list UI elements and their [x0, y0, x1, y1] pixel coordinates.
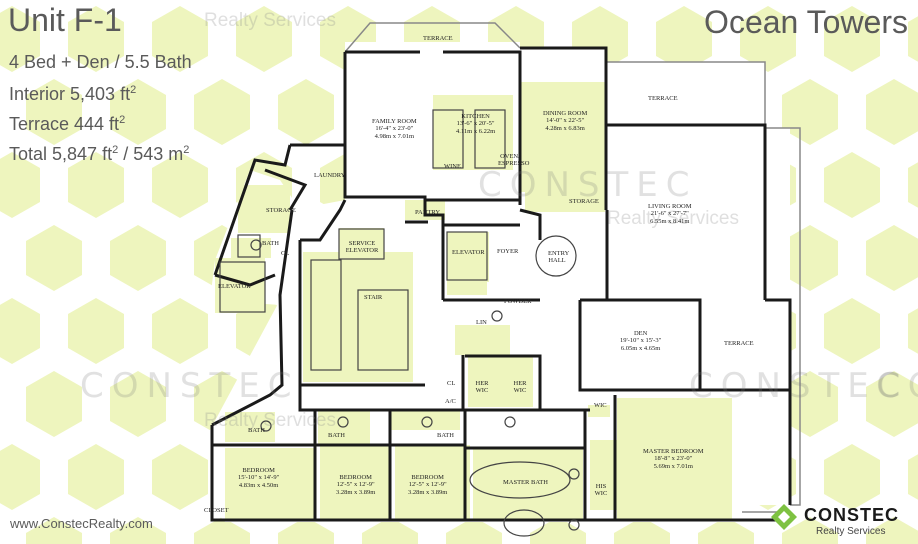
room-laundry: LAUNDRY: [314, 172, 346, 179]
room-storage-left: STORAGE: [266, 207, 296, 214]
watermark-constec-edge: CONSTEC: [876, 366, 918, 406]
room-master-bedroom: MASTER BEDROOM 18'-8" x 23'-0" 5.69m x 7…: [643, 448, 704, 470]
watermark-realty-center: Realty Services: [607, 208, 739, 229]
room-service-elevator: SERVICE ELEVATOR: [345, 240, 379, 255]
room-powder: POWDER: [504, 298, 532, 305]
watermark-constec-left: CONSTEC: [80, 366, 300, 406]
room-family-room: FAMILY ROOM 16'-4" x 23'-0" 4.98m x 7.01…: [372, 118, 417, 140]
room-dining-room: DINING ROOM 14'-0" x 22'-5" 4.28m x 6.83…: [543, 110, 588, 132]
room-elevator-left: ELEVATOR: [218, 283, 251, 290]
room-stair: STAIR: [364, 294, 383, 301]
room-lin: LIN: [476, 319, 487, 326]
room-ac: A/C: [445, 398, 456, 405]
total-spec: Total 5,847 ft2 / 543 m2: [9, 144, 190, 164]
room-terrace-right: TERRACE: [724, 340, 754, 347]
room-oven: OVEN/ ESPRESSO: [498, 153, 530, 168]
room-pantry: PANTRY: [415, 209, 441, 216]
terrace-spec: Terrace 444 ft2: [9, 114, 126, 134]
room-entry-hall: ENTRY HALL: [548, 250, 570, 265]
room-elevator: ELEVATOR: [452, 249, 485, 256]
watermark-constec-center: CONSTEC: [478, 165, 698, 205]
room-wic: WIC: [594, 402, 607, 409]
room-his-wic: HIS WIC: [594, 483, 608, 498]
watermark-realty-top: Realty Services: [204, 10, 336, 31]
room-den: DEN 19'-10" x 15'-3" 6.05m x 4.65m: [620, 330, 662, 352]
room-kitchen: KITCHEN 13'-6" x 20'-5" 4.11m x 6.22m: [456, 113, 496, 135]
room-bedroom-1: BEDROOM 15'-10" x 14'-9" 4.83m x 4.50m: [238, 467, 280, 489]
room-bath-3: BATH: [437, 432, 454, 439]
room-closet: CLOSET: [204, 507, 229, 514]
room-terrace-right-top: TERRACE: [648, 95, 678, 102]
room-foyer: FOYER: [497, 248, 519, 255]
room-master-bath: MASTER BATH: [503, 479, 548, 486]
room-storage-right: STORAGE: [569, 198, 599, 205]
room-bath-1: BATH: [248, 427, 265, 434]
building-name: Ocean Towers: [704, 4, 908, 40]
room-her-wic-1: HER WIC: [475, 380, 489, 395]
website-url[interactable]: www.ConstecRealty.com: [10, 516, 153, 531]
interior-spec: Interior 5,403 ft2: [9, 84, 137, 104]
room-cl: CL: [447, 380, 456, 387]
room-cl-small: CL: [281, 250, 290, 257]
watermark-realty-left: Realty Services: [204, 410, 336, 431]
watermark-constec-right: CONSTEC: [689, 366, 909, 406]
room-wine: WINE: [444, 163, 461, 170]
beds-baths-spec: 4 Bed + Den / 5.5 Bath: [9, 52, 192, 72]
room-her-wic-2: HER WIC: [513, 380, 527, 395]
unit-title: Unit F-1: [8, 2, 122, 38]
room-living-room: LIVING ROOM 21'-6" x 27'-7" 6.55m x 8.41…: [648, 203, 692, 225]
yellow-zones: [215, 82, 732, 520]
walls: [210, 46, 792, 537]
room-bath-2: BATH: [328, 432, 345, 439]
logo-name: CONSTEC: [804, 505, 900, 525]
room-terrace-top: TERRACE: [423, 35, 453, 42]
room-bedroom-3: BEDROOM 12'-5" x 12'-9" 3.28m x 3.89m: [408, 474, 448, 496]
room-bedroom-2: BEDROOM 12'-5" x 12'-9" 3.28m x 3.89m: [336, 474, 376, 496]
logo-subtitle: Realty Services: [816, 526, 886, 537]
room-bath-small: BATH: [262, 240, 279, 247]
constec-logo-icon: [771, 504, 797, 530]
